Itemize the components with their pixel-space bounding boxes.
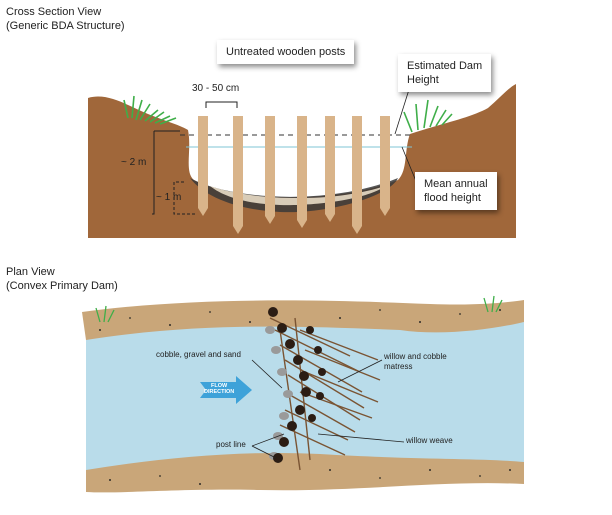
plan-view-title: Plan View xyxy=(6,266,55,278)
cobble-leader xyxy=(251,359,283,389)
willow-cobble-leader xyxy=(337,359,383,383)
post-line-leader-2 xyxy=(251,445,277,459)
flood-line2: flood height xyxy=(424,192,481,204)
plan-grass xyxy=(95,295,503,323)
depth-2m-label: ~ 2 m xyxy=(121,157,147,168)
dam-height-line2: Height xyxy=(407,74,439,86)
flow-direction-label: FLOW DIRECTION xyxy=(204,383,234,395)
depth-1m-label: ~ 1 m xyxy=(156,192,182,203)
willow-cobble-line2: matress xyxy=(384,362,413,371)
spacing-label: 30 - 50 cm xyxy=(192,83,240,94)
soil-body xyxy=(88,84,516,238)
plan-view-subtitle: (Convex Primary Dam) xyxy=(6,280,118,292)
cross-section-title-block: Cross Section View (Generic BDA Structur… xyxy=(6,5,125,33)
post-line-label: post line xyxy=(216,440,246,449)
plan-view-title-block: Plan View (Convex Primary Dam) xyxy=(6,265,118,293)
grass-left xyxy=(123,95,177,125)
post-line-leader-1 xyxy=(251,433,285,447)
flow-line1: FLOW xyxy=(211,383,228,389)
cross-section-subtitle: (Generic BDA Structure) xyxy=(6,20,125,32)
willow-weave-label: willow weave xyxy=(406,436,453,445)
dam-height-line1: Estimated Dam xyxy=(407,60,483,72)
river-water xyxy=(86,322,524,472)
grass-right xyxy=(403,99,453,133)
flow-arrow xyxy=(200,376,252,404)
willow-cobble-line1: willow and cobble xyxy=(384,352,447,361)
wooden-posts xyxy=(198,116,390,234)
cross-section-title: Cross Section View xyxy=(6,6,102,18)
cobbles xyxy=(265,326,293,460)
posts-callout: Untreated wooden posts xyxy=(217,40,355,64)
sand-bed xyxy=(210,186,385,206)
willow-cobble-label: willow and cobble matress xyxy=(384,352,447,372)
flood-line1: Mean annual xyxy=(424,178,488,190)
bank-specks xyxy=(99,309,511,485)
cobble-label: cobble, gravel and sand xyxy=(156,350,241,359)
willow-weave-leader xyxy=(317,433,405,443)
posts-callout-text: Untreated wooden posts xyxy=(226,46,346,58)
post-line xyxy=(268,307,326,463)
top-bank xyxy=(82,300,524,340)
spacing-bracket xyxy=(205,101,238,108)
willow-weave xyxy=(269,317,381,471)
bottom-bank xyxy=(86,452,524,493)
depth-marker-2m xyxy=(152,130,180,215)
flow-line2: DIRECTION xyxy=(204,389,235,395)
dam-height-callout: Estimated Dam Height xyxy=(398,54,492,92)
flood-callout: Mean annual flood height xyxy=(415,172,497,210)
depth-marker-1m xyxy=(173,181,196,215)
